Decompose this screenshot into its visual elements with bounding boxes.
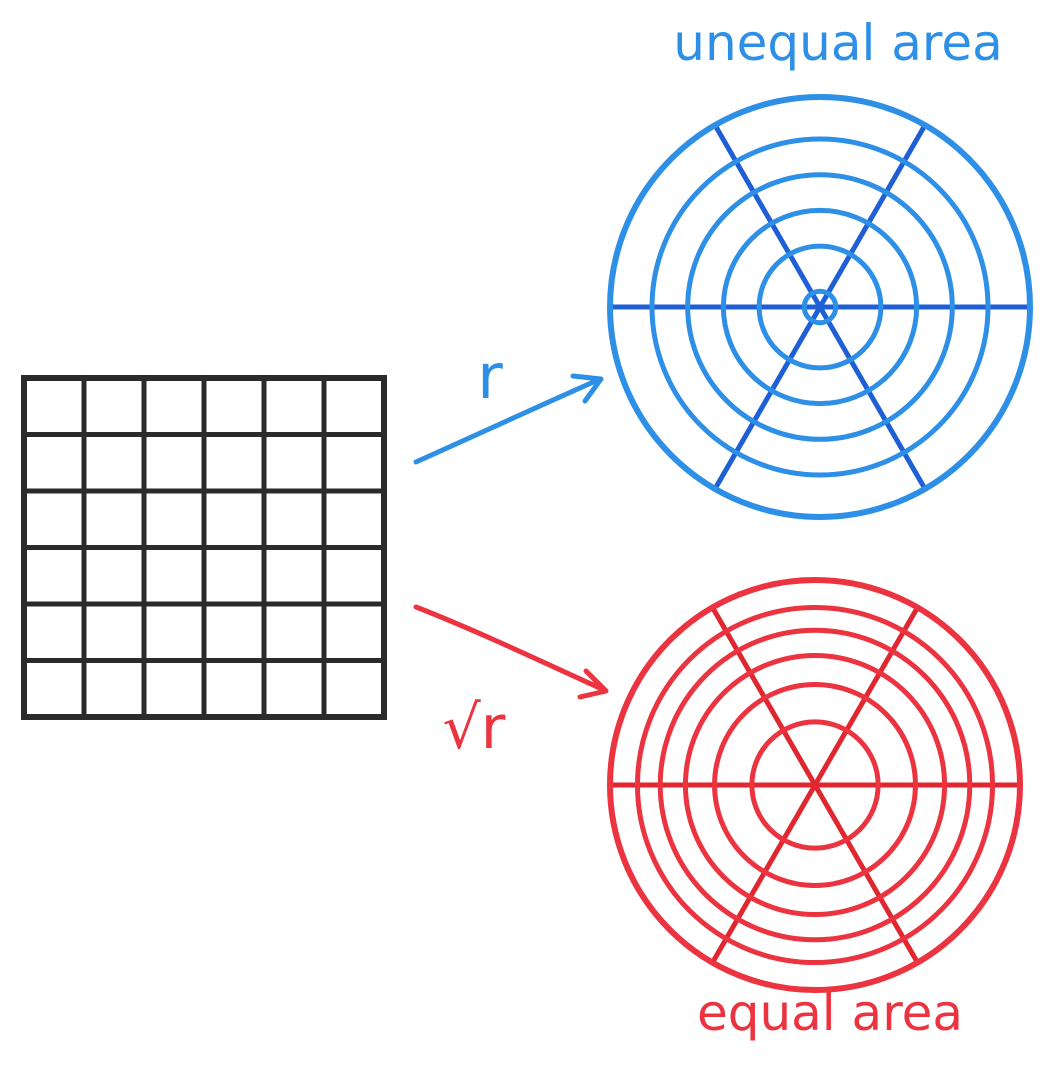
equal-ring [712, 682, 918, 888]
unequal-ring [801, 288, 839, 326]
polar-disk-unequal-area [607, 94, 1033, 520]
arrow-top-shaft [413, 377, 601, 465]
equal-ring [657, 627, 973, 943]
sqrt-variable: r [481, 693, 506, 763]
arrow-bottom-head [577, 668, 609, 700]
unequal-ring [720, 207, 920, 407]
polar-disk-equal-area [607, 577, 1023, 993]
label-unequal-area: unequal area [673, 14, 1003, 72]
unequal-spoke [817, 122, 928, 310]
sqrt-symbol: √ [443, 693, 482, 763]
unequal-spoke [712, 304, 823, 492]
equal-ring [749, 719, 881, 851]
arrow-r-mapping [413, 373, 604, 465]
equal-ring [634, 604, 996, 966]
label-equal-area: equal area [697, 984, 963, 1042]
arrow-top-head [570, 373, 604, 404]
unequal-spoke [712, 122, 823, 310]
unequal-ring [756, 243, 884, 371]
unequal-ring [685, 172, 955, 442]
label-r: r [477, 340, 503, 413]
unequal-spoke [817, 304, 928, 492]
unequal-ring [649, 136, 991, 478]
unequal-ring [607, 94, 1033, 520]
equal-ring [682, 652, 948, 918]
arrow-bottom-shaft [413, 604, 607, 693]
label-sqrt-r: √r [443, 693, 506, 763]
equal-ring [607, 577, 1023, 993]
square-grid [21, 375, 387, 720]
arrow-sqrt-r-mapping [413, 604, 609, 700]
